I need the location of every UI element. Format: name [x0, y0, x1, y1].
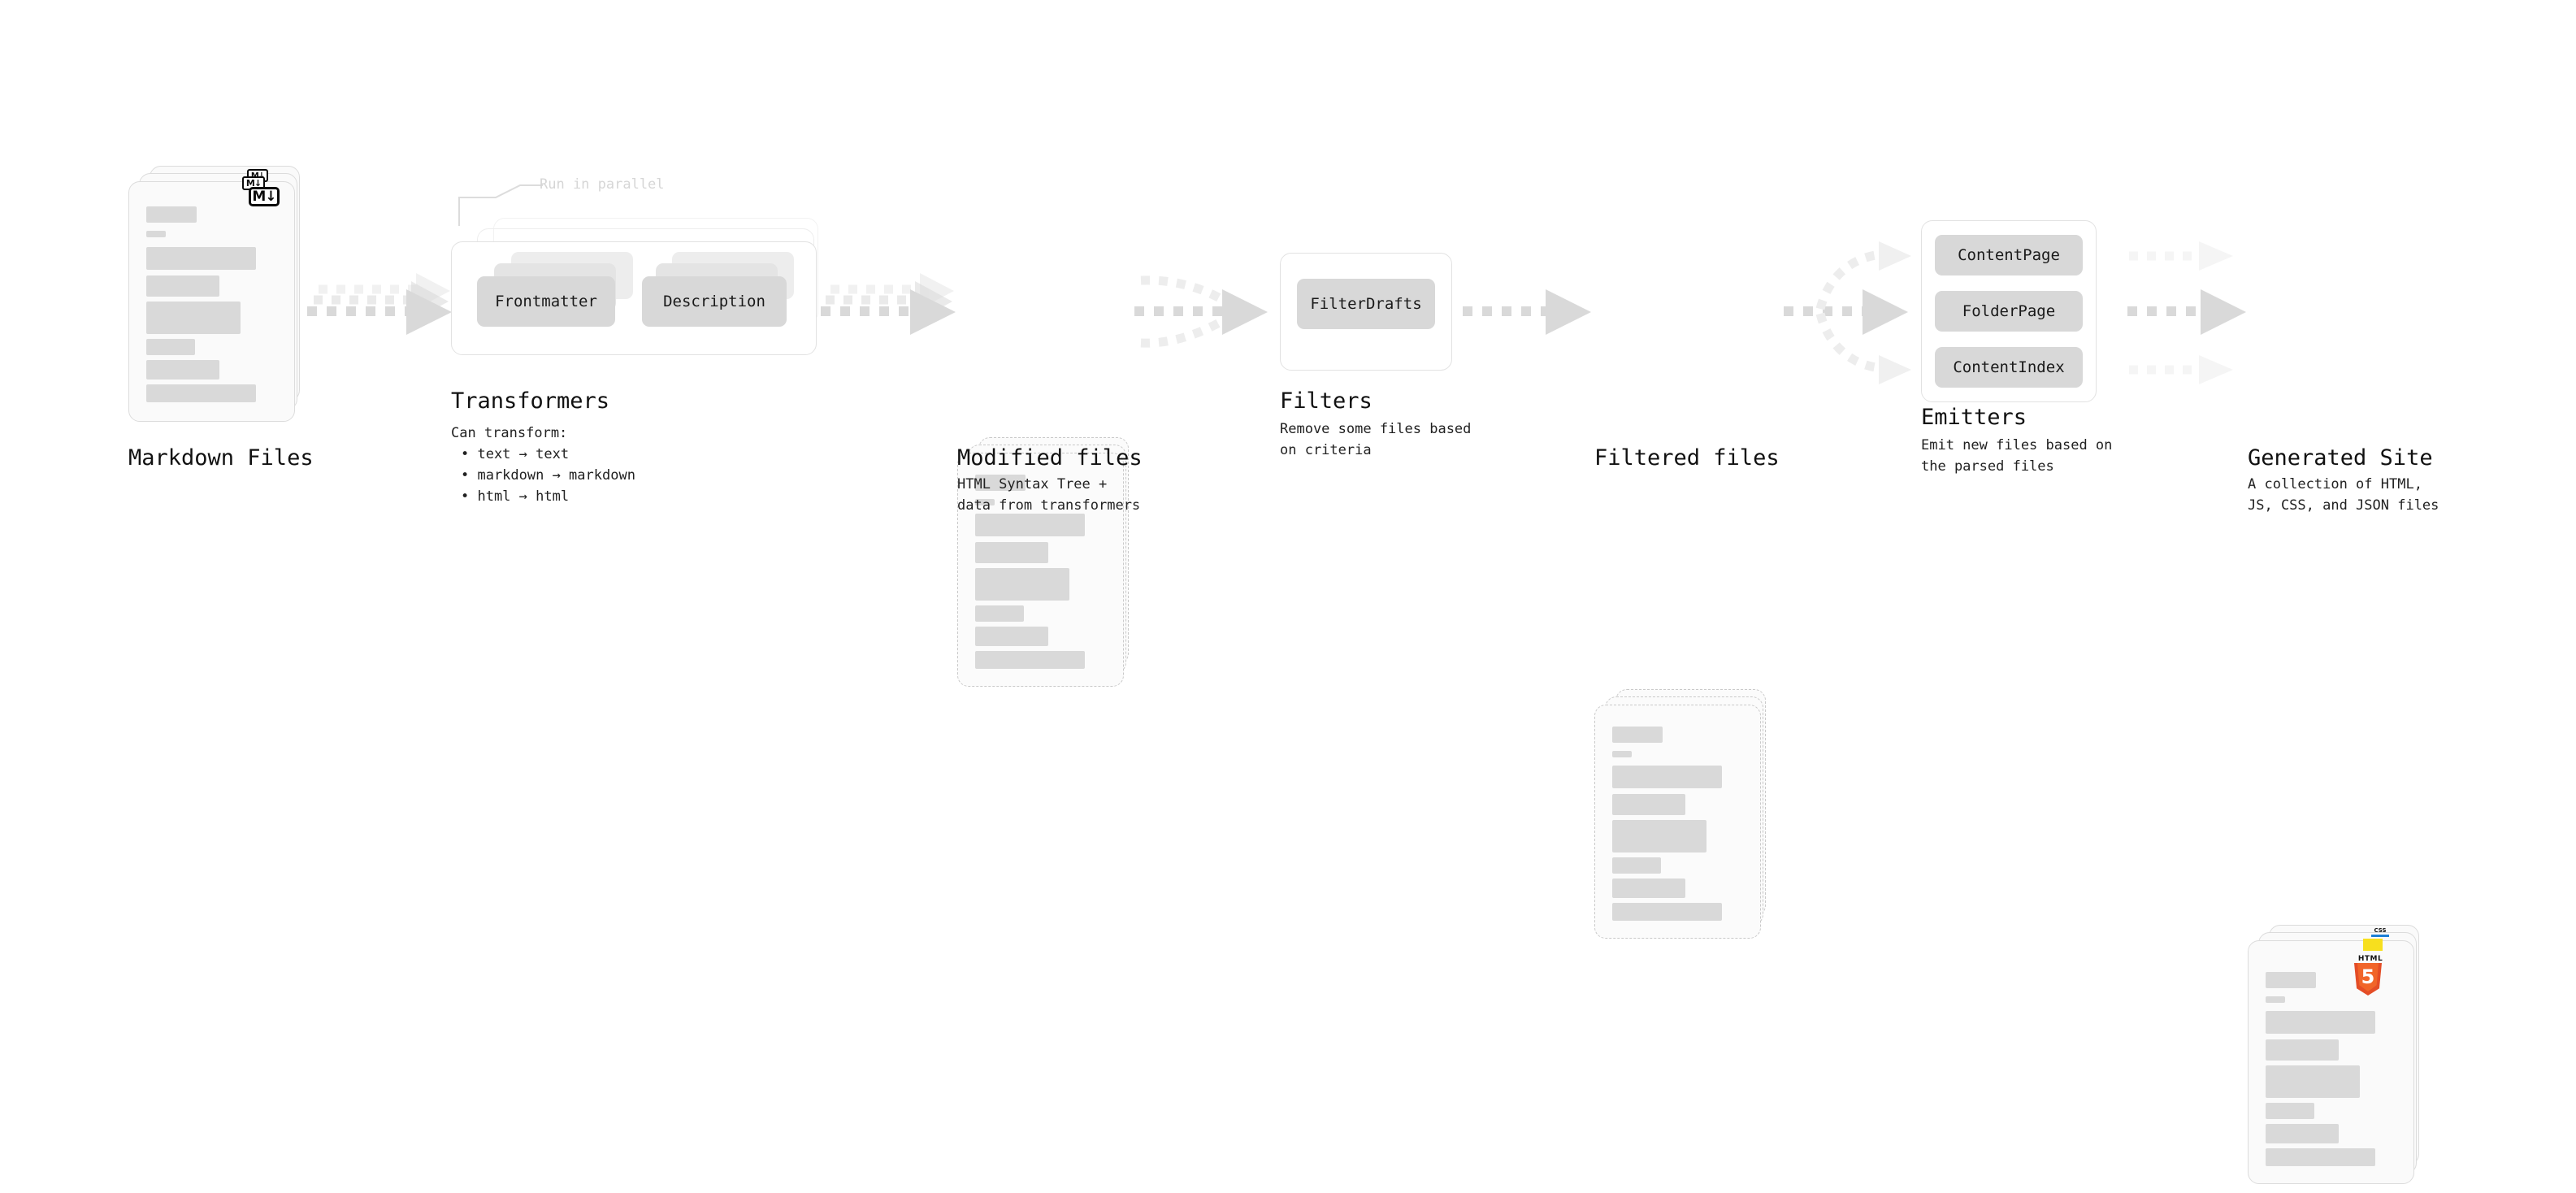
skeleton-bar — [1612, 794, 1685, 815]
transformers-caption: Can transform: — [451, 425, 568, 441]
skeleton-bar — [1612, 878, 1685, 898]
skeleton-bar — [146, 384, 256, 402]
skeleton-bar — [2266, 1065, 2360, 1098]
stage-filtered-files — [1594, 689, 1781, 941]
transformer-chip-frontmatter[interactable]: Frontmatter — [477, 276, 615, 327]
emitter-chip-folderpage[interactable]: FolderPage — [1935, 291, 2083, 332]
skeleton-bar — [146, 231, 166, 237]
markdown-icon: M↓ — [249, 187, 280, 206]
js-icon — [2363, 939, 2383, 951]
stage-title-transformers: Transformers — [451, 388, 610, 414]
skeleton-bar — [146, 339, 195, 355]
skeleton-bar — [1612, 820, 1706, 852]
emitter-chip-label: ContentIndex — [1953, 358, 2065, 376]
stage-title-modified-files: Modified files — [957, 445, 1143, 471]
skeleton-bar — [2266, 1011, 2375, 1034]
stage-subtitle-emitters: Emit new files based on the parsed files — [1921, 437, 2113, 475]
skeleton-bar — [146, 247, 256, 270]
transformers-bullets: • text → text • markdown → markdown • ht… — [461, 444, 635, 507]
stage-subtitle-modified-files: HTML Syntax Tree + data from transformer… — [957, 476, 1141, 514]
filter-chip-filterdrafts[interactable]: FilterDrafts — [1297, 279, 1435, 329]
html5-icon: HTML 5 — [2354, 955, 2387, 996]
skeleton-bar — [146, 275, 219, 297]
skeleton-bar — [1612, 903, 1722, 921]
stage-emitters: ContentPage FolderPage ContentIndex — [1921, 220, 2108, 407]
markdown-icon: M↓ — [242, 176, 265, 190]
stage-transformers: x x Frontmatter x x Description — [451, 218, 841, 372]
transformers-bullet: • markdown → markdown — [461, 467, 635, 484]
skeleton-bar — [1612, 857, 1661, 874]
skeleton-bar — [975, 542, 1048, 563]
transformer-chip-label: Frontmatter — [495, 293, 597, 310]
skeleton-bar — [975, 514, 1085, 536]
emitter-chip-label: FolderPage — [1962, 302, 2056, 320]
skeleton-bar — [975, 568, 1069, 601]
stage-title-emitters: Emitters — [1921, 405, 2027, 430]
skeleton-bar — [2266, 1148, 2375, 1166]
modified-sheet-front — [957, 453, 1124, 687]
skeleton-bar — [975, 605, 1024, 622]
markdown-sheet-front — [128, 181, 295, 422]
skeleton-bar — [1612, 751, 1632, 757]
transformers-bullet: • text → text — [461, 446, 570, 462]
skeleton-bar — [975, 475, 1026, 491]
skeleton-bar — [2266, 1039, 2339, 1061]
stage-title-filters: Filters — [1280, 388, 1373, 414]
skeleton-bar — [2266, 972, 2316, 988]
skeleton-bar — [2266, 1103, 2314, 1119]
stage-title-markdown-files: Markdown Files — [128, 445, 314, 471]
transformer-chip-label: Description — [663, 293, 765, 310]
filter-chip-label: FilterDrafts — [1310, 295, 1422, 313]
generated-sheet-front — [2248, 940, 2414, 1184]
skeleton-bar — [146, 360, 219, 380]
emitter-chip-contentindex[interactable]: ContentIndex — [1935, 347, 2083, 388]
stage-subtitle-filters: Remove some files based on criteria — [1280, 421, 1472, 458]
stage-modified-files — [957, 437, 1144, 689]
emitter-chip-contentpage[interactable]: ContentPage — [1935, 235, 2083, 275]
stage-title-filtered-files: Filtered files — [1594, 445, 1780, 471]
css-icon: CSS — [2371, 927, 2389, 937]
skeleton-bar — [2266, 1124, 2339, 1143]
skeleton-bar — [1612, 766, 1722, 788]
skeleton-bar — [1612, 727, 1663, 743]
pipeline-diagram: M↓ M↓ M↓ Markdown Files x x Frontmatter … — [128, 166, 2439, 1184]
skeleton-bar — [146, 302, 241, 334]
skeleton-bar — [975, 499, 995, 505]
stage-filters: FilterDrafts — [1280, 253, 1459, 371]
run-in-parallel-label: Run in parallel — [540, 176, 665, 193]
stage-subtitle-generated-site: A collection of HTML, JS, CSS, and JSON … — [2248, 476, 2439, 514]
emitter-chip-label: ContentPage — [1958, 246, 2060, 264]
skeleton-bar — [146, 206, 197, 223]
transformers-bullet: • html → html — [461, 488, 570, 505]
skeleton-bar — [2266, 996, 2285, 1003]
stage-title-generated-site: Generated Site — [2248, 445, 2433, 471]
transformer-chip-description[interactable]: Description — [642, 276, 787, 327]
skeleton-bar — [975, 651, 1085, 669]
stage-generated-site: CSS HTML 5 — [2248, 925, 2451, 1193]
skeleton-bar — [975, 627, 1048, 646]
stage-markdown-files: M↓ M↓ M↓ — [128, 166, 315, 426]
filtered-sheet-front — [1594, 705, 1761, 939]
